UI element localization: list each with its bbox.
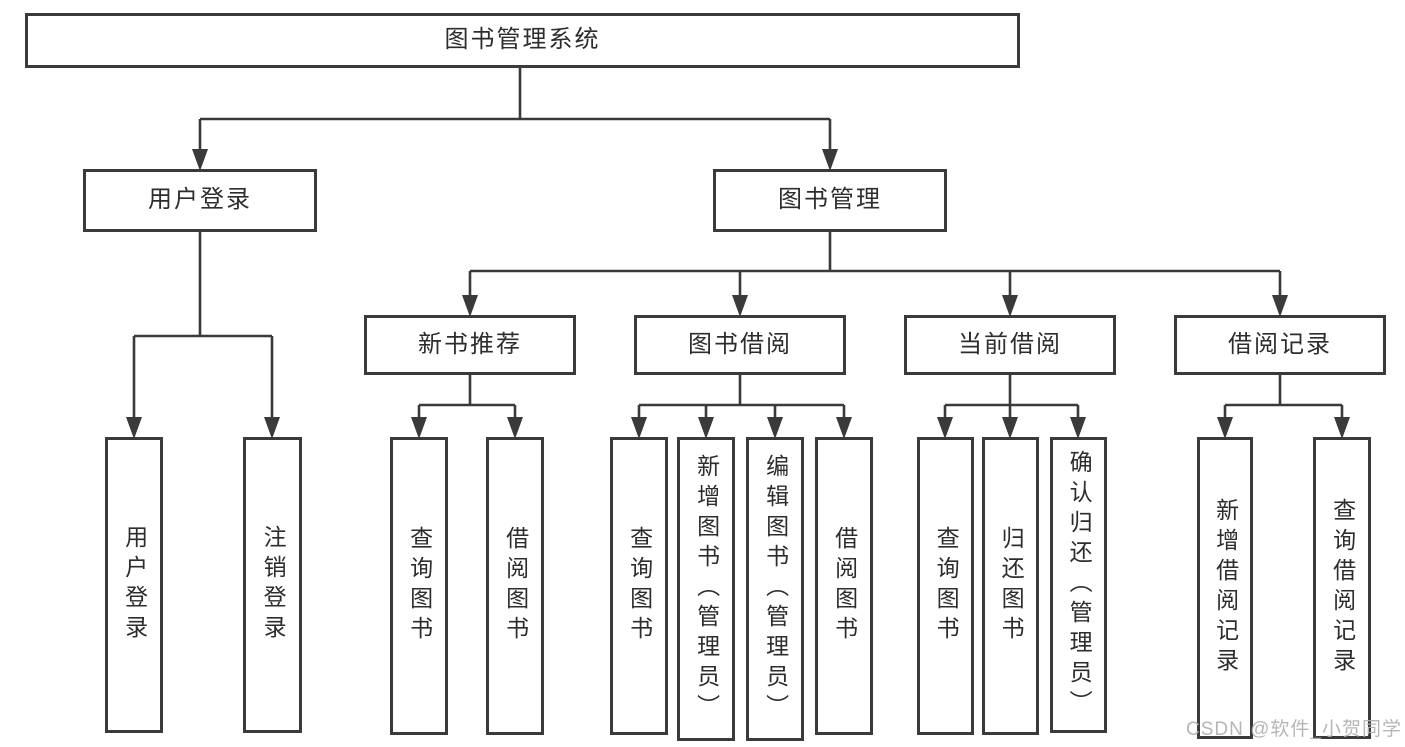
node-leaf-cb-query-books: 查询图书 [917,437,974,735]
arrowhead-icon [507,417,523,439]
arrowhead-icon [462,295,478,317]
arrowhead-icon [732,295,748,317]
node-book-mgmt: 图书管理 [713,169,947,232]
node-leaf-bb-query-books: 查询图书 [610,437,668,735]
arrowhead-icon [1272,295,1288,317]
arrowhead-icon [411,417,427,439]
arrowhead-icon [264,417,280,439]
connector-br-split [1223,373,1344,421]
node-book-borrow: 图书借阅 [634,315,846,375]
connector-rec-split [417,373,517,421]
arrowhead-icon [1070,417,1086,439]
arrowhead-icon [1217,417,1233,439]
arrowhead-icon [698,417,714,439]
connector-root-split [198,66,832,153]
node-leaf-br-add-record: 新增借阅记录 [1197,437,1253,739]
arrowhead-icon [1334,417,1350,439]
node-leaf-bb-edit-books: 编辑图书（管理员） [746,437,804,741]
node-current-borrow: 当前借阅 [904,315,1116,375]
node-root: 图书管理系统 [25,13,1020,68]
arrowhead-icon [1002,295,1018,317]
node-leaf-cb-return-books: 归还图书 [982,437,1039,735]
node-leaf-bb-add-books: 新增图书（管理员） [677,437,735,741]
node-leaf-logout: 注销登录 [243,437,302,733]
node-leaf-user-login: 用户登录 [105,437,163,733]
arrowhead-icon [767,417,783,439]
arrowhead-icon [126,417,142,439]
arrowhead-icon [836,417,852,439]
node-user-login: 用户登录 [83,169,317,232]
connector-mgmt-split [468,230,1282,299]
watermark: CSDN @软件_小贺同学 [1186,719,1402,740]
node-leaf-rec-borrow-books: 借阅图书 [486,437,544,735]
node-new-book-rec: 新书推荐 [364,315,576,375]
node-leaf-bb-borrow-books: 借阅图书 [815,437,873,735]
arrowhead-icon [192,149,208,171]
connector-login-split [132,230,274,421]
node-leaf-rec-query-books: 查询图书 [390,437,448,735]
arrowhead-icon [937,417,953,439]
arrowhead-icon [822,149,838,171]
arrowhead-icon [1002,417,1018,439]
connector-bb-split [637,373,846,421]
node-leaf-cb-confirm: 确认归还（管理员） [1050,437,1107,733]
node-borrow-records: 借阅记录 [1174,315,1386,375]
connector-cb-split [943,373,1080,421]
arrowhead-icon [631,417,647,439]
node-leaf-br-query-record: 查询借阅记录 [1313,437,1371,739]
